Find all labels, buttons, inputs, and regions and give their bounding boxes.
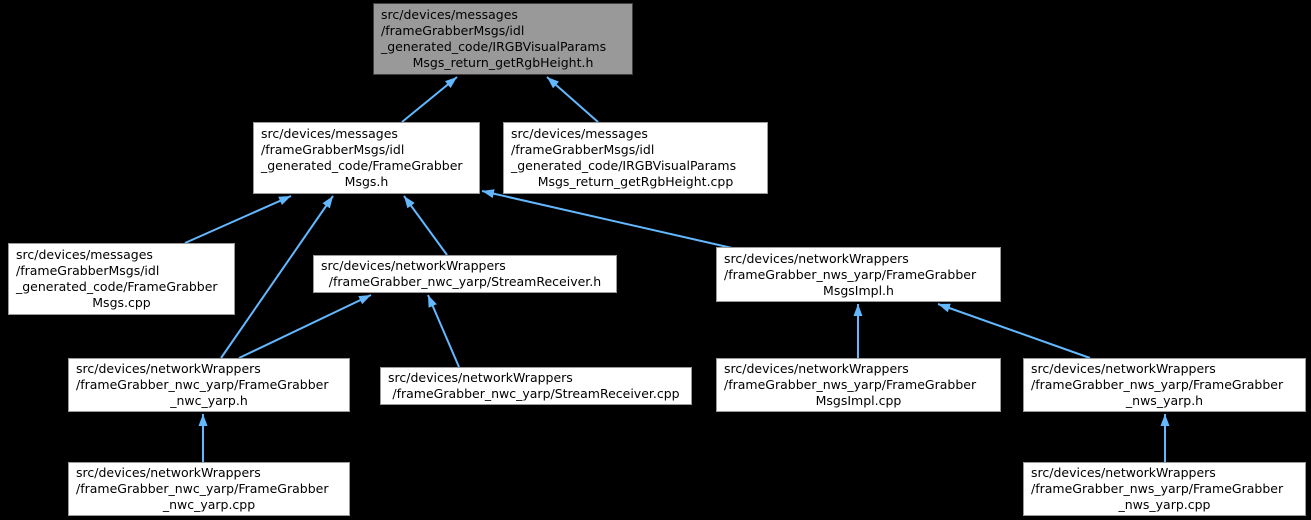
node-label-line: MsgsImpl.cpp	[815, 393, 902, 408]
graph-node-framegrabbermsgs_h[interactable]: src/devices/messages/frameGrabberMsgs/id…	[253, 122, 480, 194]
include-edge-streamreceiver_cpp-to-streamreceiver_h	[427, 294, 460, 368]
node-label-line: src/devices/networkWrappers	[76, 361, 261, 376]
include-edge-irgbvisualparams_return_getrgbheight_cpp-to-irgbvisualparams_return_getrgbheight_h	[546, 76, 599, 123]
graph-node-framegrabber_nws_yarp_cpp[interactable]: src/devices/networkWrappers/frameGrabber…	[1023, 462, 1306, 516]
include-edge-framegrabber_nwc_yarp_h-to-streamreceiver_h	[238, 294, 372, 359]
node-label-line: /frameGrabberMsgs/idl	[381, 23, 525, 38]
node-label-line: src/devices/networkWrappers	[1031, 465, 1216, 480]
node-label-line: /frameGrabberMsgs/idl	[16, 263, 160, 278]
include-edge-framegrabbermsgs_cpp-to-framegrabbermsgs_h	[184, 195, 292, 244]
node-label-line: Msgs.cpp	[92, 295, 151, 310]
graph-node-streamreceiver_h[interactable]: src/devices/networkWrappers/frameGrabber…	[313, 255, 617, 293]
node-label-line: src/devices/networkWrappers	[1031, 361, 1216, 376]
node-label-line: src/devices/messages	[16, 247, 153, 262]
node-label-line: Msgs.h	[344, 174, 389, 189]
node-label-line: /frameGrabber_nwc_yarp/StreamReceiver.h	[328, 274, 602, 289]
node-label-line: /frameGrabber_nws_yarp/FrameGrabber	[724, 377, 977, 392]
node-label-line: _generated_code/IRGBVisualParams	[381, 39, 607, 54]
node-label-line: /frameGrabberMsgs/idl	[261, 142, 405, 157]
include-edge-framegrabbermsgsimpl_h-to-framegrabbermsgs_h	[481, 189, 733, 249]
graph-node-framegrabbermsgs_cpp[interactable]: src/devices/messages/frameGrabberMsgs/id…	[8, 243, 235, 315]
node-label-line: _generated_code/FrameGrabber	[16, 279, 218, 294]
graph-node-irgbvisualparams_return_getrgbheight_h[interactable]: src/devices/messages/frameGrabberMsgs/id…	[373, 3, 633, 75]
include-edge-framegrabber_nwc_yarp_h-to-framegrabbermsgs_h	[220, 195, 334, 359]
node-label-line: src/devices/networkWrappers	[388, 370, 573, 385]
graph-node-irgbvisualparams_return_getrgbheight_cpp[interactable]: src/devices/messages/frameGrabberMsgs/id…	[503, 122, 768, 194]
node-label-line: _nws_yarp.h	[1125, 393, 1204, 408]
node-label-line: _nws_yarp.cpp	[1118, 497, 1211, 512]
node-label-line: /frameGrabber_nwc_yarp/FrameGrabber	[76, 481, 329, 496]
node-label-line: _nwc_yarp.h	[170, 393, 248, 408]
graph-node-framegrabbermsgsimpl_h[interactable]: src/devices/networkWrappers/frameGrabber…	[716, 247, 1001, 302]
node-label-line: /frameGrabber_nws_yarp/FrameGrabber	[724, 266, 977, 282]
node-label-line: Msgs_return_getRgbHeight.cpp	[537, 174, 734, 189]
node-label-line: src/devices/messages	[261, 126, 398, 141]
node-label-line: Msgs_return_getRgbHeight.h	[412, 55, 594, 70]
node-label-line: /frameGrabber_nws_yarp/FrameGrabber	[1031, 377, 1284, 392]
node-label-line: _nwc_yarp.cpp	[162, 497, 256, 512]
node-label-line: _generated_code/FrameGrabber	[261, 158, 463, 173]
node-label-line: src/devices/networkWrappers	[724, 250, 909, 266]
node-label-line: src/devices/networkWrappers	[76, 465, 261, 480]
node-label-line: /frameGrabber_nws_yarp/FrameGrabber	[1031, 481, 1284, 496]
include-edge-streamreceiver_h-to-framegrabbermsgs_h	[403, 195, 448, 256]
node-label-line: src/devices/networkWrappers	[724, 361, 909, 376]
include-edge-framegrabbermsgs_h-to-irgbvisualparams_return_getrgbheight_h	[401, 76, 458, 123]
node-label-line: _generated_code/IRGBVisualParams	[511, 158, 737, 173]
graph-node-framegrabber_nwc_yarp_cpp[interactable]: src/devices/networkWrappers/frameGrabber…	[68, 462, 350, 516]
graph-node-streamreceiver_cpp[interactable]: src/devices/networkWrappers/frameGrabber…	[380, 367, 692, 405]
node-label-line: src/devices/messages	[381, 7, 518, 22]
node-label-line: /frameGrabber_nwc_yarp/StreamReceiver.cp…	[392, 386, 680, 401]
graph-node-framegrabber_nws_yarp_h[interactable]: src/devices/networkWrappers/frameGrabber…	[1023, 358, 1306, 412]
include-edge-framegrabber_nws_yarp_h-to-framegrabbermsgsimpl_h	[937, 303, 1091, 359]
graph-node-framegrabber_nwc_yarp_h[interactable]: src/devices/networkWrappers/frameGrabber…	[68, 358, 350, 412]
node-label-line: src/devices/messages	[511, 126, 648, 141]
node-label-line: src/devices/networkWrappers	[321, 258, 506, 273]
node-label-line: /frameGrabberMsgs/idl	[511, 142, 655, 157]
node-label-line: /frameGrabber_nwc_yarp/FrameGrabber	[76, 377, 329, 392]
node-label-line: MsgsImpl.h	[823, 282, 894, 298]
graph-node-framegrabbermsgsimpl_cpp[interactable]: src/devices/networkWrappers/frameGrabber…	[716, 358, 1001, 412]
